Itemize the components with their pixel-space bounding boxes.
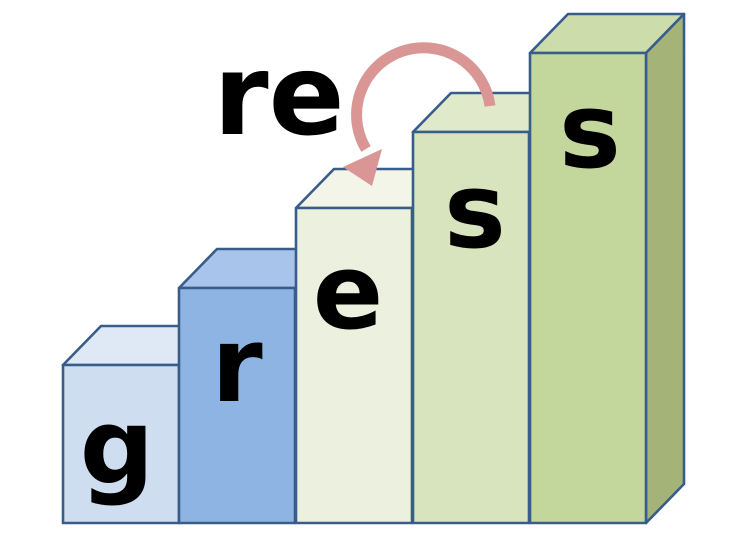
curved-arrow-head	[343, 149, 382, 186]
bar-letter-s: s	[559, 70, 621, 192]
bar-letter-r: r	[211, 304, 262, 426]
bar-r-front-face	[177, 286, 297, 525]
bar-letter-s: s	[444, 150, 506, 272]
bar-g-front-face	[61, 363, 181, 525]
bar-s-front-face	[411, 130, 531, 525]
curved-arrow-shaft	[351, 42, 496, 152]
bar-s-front-face	[528, 51, 648, 525]
bar-letter-g: g	[80, 386, 154, 508]
re-label: re	[213, 31, 344, 161]
bar-letter-e: e	[313, 231, 384, 353]
bar-s-side-face	[644, 12, 686, 525]
